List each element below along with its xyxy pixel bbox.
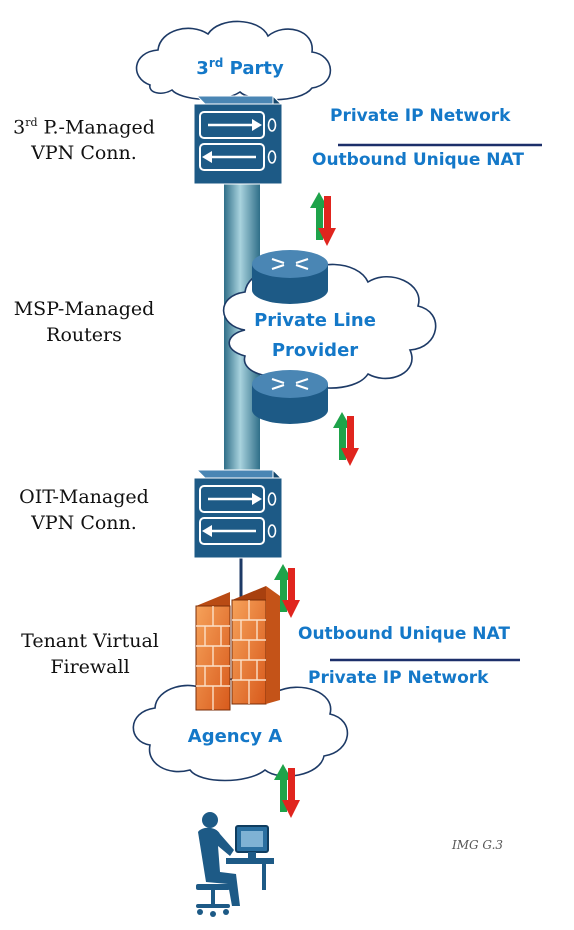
tenant-firewall-label: Tenant Virtual Firewall (21, 630, 159, 678)
image-id-label: IMG G.3 (452, 838, 504, 852)
user-workstation-icon (196, 812, 274, 917)
msp-routers-label: MSP-Managed Routers (13, 298, 155, 346)
third-party-cloud (135, 20, 332, 101)
private-line-cloud-label: Private Line Provider (254, 310, 376, 361)
agency-cloud (132, 676, 349, 782)
upper-router (252, 250, 328, 304)
bidirectional-arrow-4 (274, 764, 300, 818)
oit-vpn-label: OIT-Managed VPN Conn. (19, 486, 149, 534)
bottom-private-network-label: Private IP Network (308, 668, 489, 688)
firewall-icon (195, 586, 280, 711)
bottom-outbound-nat-label: Outbound Unique NAT (298, 624, 510, 644)
agency-cloud-label: Agency A (187, 726, 283, 747)
third-party-vpn-label: 3rd P.-Managed VPN Conn. (13, 116, 155, 165)
oit-vpn-device (193, 468, 285, 559)
bidirectional-arrow-1 (310, 192, 336, 246)
lower-router (252, 370, 328, 424)
bidirectional-arrow-3 (274, 564, 300, 618)
top-outbound-nat-label: Outbound Unique NAT (312, 150, 524, 170)
bidirectional-arrow-2 (333, 412, 359, 466)
third-party-vpn-device (193, 94, 285, 185)
third-party-cloud-label: 3rd Party (196, 56, 284, 79)
top-private-network-label: Private IP Network (330, 106, 511, 126)
